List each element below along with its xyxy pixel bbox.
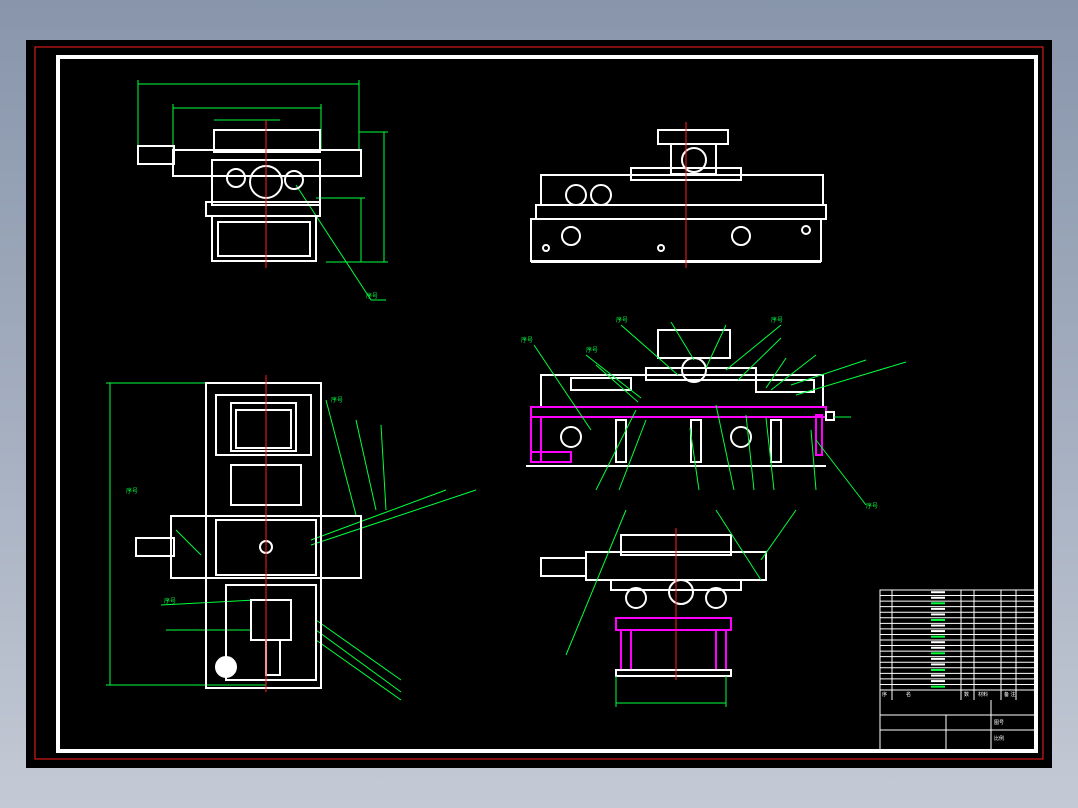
bom-row-entry	[931, 635, 945, 638]
bom-row-entry	[931, 663, 945, 666]
bom-row-entry	[931, 685, 945, 688]
callout-label: 序号	[866, 502, 878, 510]
outer-border	[34, 46, 1044, 760]
view-side-top-left[interactable]: 序号	[137, 80, 388, 301]
view-plan-bottom-left[interactable]: 序号 序号 序号	[106, 375, 477, 701]
title-block[interactable]	[879, 589, 1036, 751]
view-section-middle-right[interactable]: 序号 序号 序号 序号 序号	[521, 316, 907, 510]
scale-label: 比例	[994, 735, 1004, 742]
bom-row-entry	[931, 624, 945, 627]
callout-label: 序号	[126, 487, 138, 495]
bom-header-name: 名	[906, 691, 911, 698]
callout-label: 序号	[164, 597, 176, 605]
bom-header-qty: 数	[964, 691, 969, 698]
bom-row-entry	[931, 591, 945, 594]
bom-row-entry	[931, 630, 945, 633]
bom-header-index: 序	[882, 691, 887, 698]
bom-row-entry	[931, 646, 945, 649]
view-front-top-right[interactable]	[530, 122, 827, 268]
title-block-text: 序 名 数 材料 备 注 比例 图号	[882, 691, 1015, 742]
callout-label: 序号	[586, 346, 598, 354]
bom-header-remark: 备 注	[1004, 691, 1015, 698]
bom-row-entry	[931, 641, 945, 644]
callout-label: 序号	[771, 316, 783, 324]
bom-row-entry	[931, 657, 945, 660]
bom-row-entry	[931, 680, 945, 683]
bom-row-entry	[931, 652, 945, 655]
callout-label: 序号	[616, 316, 628, 324]
callout-label: 序号	[331, 396, 343, 404]
drawing-canvas[interactable]: 序号	[26, 40, 1052, 768]
bom-header-material: 材料	[978, 691, 988, 698]
view-end-bottom-right[interactable]	[540, 509, 797, 707]
cad-drawing: 序号	[34, 46, 1044, 760]
bom-row-entry	[931, 618, 945, 621]
sheet-label: 图号	[994, 720, 1004, 726]
bom-row-entry	[931, 668, 945, 671]
bom-row-entry	[931, 613, 945, 616]
bom-row-entry	[931, 602, 945, 605]
drawing-frame	[56, 55, 1038, 753]
callout-label: 序号	[521, 336, 533, 344]
bom-table	[880, 591, 1035, 691]
bom-row-entry	[931, 596, 945, 599]
bom-row-entry	[931, 607, 945, 610]
bom-row-entry	[931, 674, 945, 677]
callout-label: 序号	[366, 292, 378, 300]
